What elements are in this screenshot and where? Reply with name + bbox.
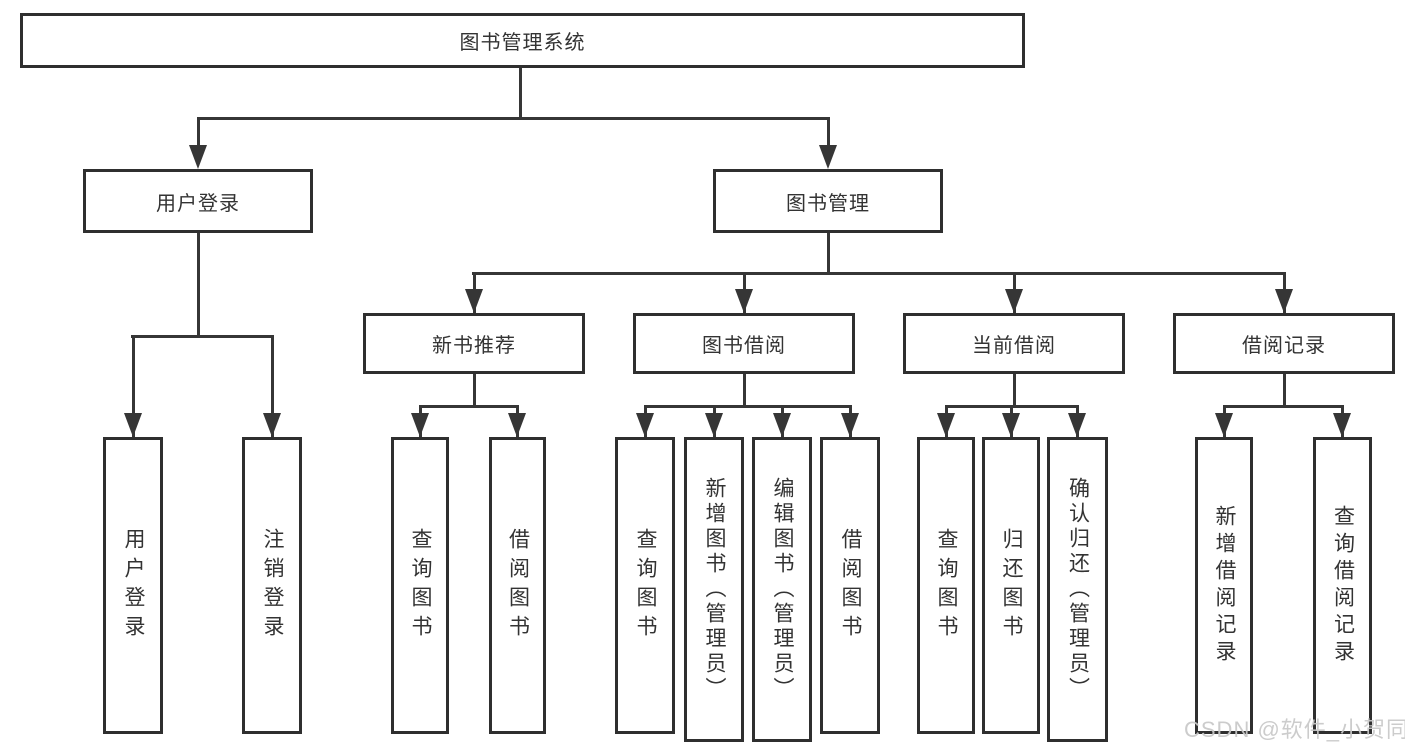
connector-line	[1013, 374, 1016, 405]
node-user-login-label: 用户登录	[156, 192, 240, 215]
leaf-bb-add-book-label: 新增图书（管理员）	[703, 477, 726, 702]
connector-line	[827, 233, 830, 275]
leaf-bb-add-book: 新增图书（管理员）	[684, 437, 744, 742]
arrowhead-icon	[773, 413, 791, 437]
leaf-br-query-record: 查询借阅记录	[1313, 437, 1372, 734]
node-current-borrow: 当前借阅	[903, 313, 1125, 374]
connector-line	[197, 117, 200, 147]
connector-line	[132, 335, 135, 437]
node-current-borrow-label: 当前借阅	[972, 335, 1056, 357]
node-user-login: 用户登录	[83, 169, 313, 233]
leaf-logout: 注销登录	[242, 437, 302, 734]
connector-line	[519, 68, 522, 118]
connector-line	[743, 374, 746, 405]
arrowhead-icon	[937, 413, 955, 437]
leaf-cb-confirm-return: 确认归还（管理员）	[1047, 437, 1108, 742]
connector-line	[473, 374, 476, 405]
leaf-cb-return-book-label: 归还图书	[1000, 527, 1023, 644]
connector-line	[1283, 374, 1286, 405]
arrowhead-icon	[465, 289, 483, 313]
leaf-bb-edit-book-label: 编辑图书（管理员）	[771, 477, 794, 702]
node-borrow-records: 借阅记录	[1173, 313, 1395, 374]
node-new-book-rec: 新书推荐	[363, 313, 585, 374]
node-new-book-rec-label: 新书推荐	[432, 335, 516, 357]
connector-line	[197, 117, 830, 120]
leaf-nbr-borrow-book: 借阅图书	[489, 437, 546, 734]
node-borrow-records-label: 借阅记录	[1242, 335, 1326, 357]
node-book-mgmt-label: 图书管理	[786, 192, 870, 215]
leaf-user-login: 用户登录	[103, 437, 163, 734]
arrowhead-icon	[124, 413, 142, 437]
connector-line	[197, 233, 200, 336]
leaf-nbr-borrow-book-label: 借阅图书	[506, 527, 530, 644]
arrowhead-icon	[1005, 289, 1023, 313]
leaf-nbr-query-book-label: 查询图书	[409, 527, 432, 644]
leaf-cb-query-book: 查询图书	[917, 437, 975, 734]
arrowhead-icon	[411, 413, 429, 437]
leaf-bb-borrow-book-label: 借阅图书	[839, 527, 862, 644]
leaf-logout-label: 注销登录	[261, 527, 284, 644]
leaf-user-login-label: 用户登录	[122, 527, 145, 644]
connector-line	[644, 405, 852, 408]
leaf-nbr-query-book: 查询图书	[391, 437, 449, 734]
leaf-br-query-record-label: 查询借阅记录	[1331, 504, 1355, 667]
leaf-br-add-record-label: 新增借阅记录	[1213, 504, 1236, 667]
connector-line	[271, 335, 274, 437]
arrowhead-icon	[1068, 413, 1086, 437]
connector-line	[827, 117, 830, 147]
node-root: 图书管理系统	[20, 13, 1025, 68]
node-book-borrow-label: 图书借阅	[702, 335, 786, 357]
leaf-cb-return-book: 归还图书	[982, 437, 1040, 734]
connector-line	[472, 272, 1285, 275]
arrowhead-icon	[1275, 289, 1293, 313]
arrowhead-icon	[735, 289, 753, 313]
leaf-bb-borrow-book: 借阅图书	[820, 437, 880, 734]
arrowhead-icon	[508, 413, 526, 437]
arrowhead-icon	[705, 413, 723, 437]
leaf-cb-query-book-label: 查询图书	[935, 527, 958, 644]
arrowhead-icon	[189, 145, 207, 169]
node-root-label: 图书管理系统	[459, 32, 586, 54]
arrowhead-icon	[1215, 413, 1233, 437]
arrowhead-icon	[1002, 413, 1020, 437]
leaf-bb-edit-book: 编辑图书（管理员）	[752, 437, 812, 742]
leaf-bb-query-book-label: 查询图书	[634, 527, 657, 644]
connector-line	[131, 335, 274, 338]
arrowhead-icon	[841, 413, 859, 437]
node-book-mgmt: 图书管理	[713, 169, 943, 233]
arrowhead-icon	[819, 145, 837, 169]
connector-line	[1223, 405, 1344, 408]
leaf-bb-query-book: 查询图书	[615, 437, 675, 734]
leaf-br-add-record: 新增借阅记录	[1195, 437, 1253, 734]
arrowhead-icon	[263, 413, 281, 437]
connector-line	[419, 405, 518, 408]
csdn-watermark: CSDN @软件_小贺同学	[1184, 717, 1405, 742]
node-book-borrow: 图书借阅	[633, 313, 855, 374]
arrowhead-icon	[636, 413, 654, 437]
arrowhead-icon	[1333, 413, 1351, 437]
leaf-cb-confirm-return-label: 确认归还（管理员）	[1066, 477, 1090, 702]
